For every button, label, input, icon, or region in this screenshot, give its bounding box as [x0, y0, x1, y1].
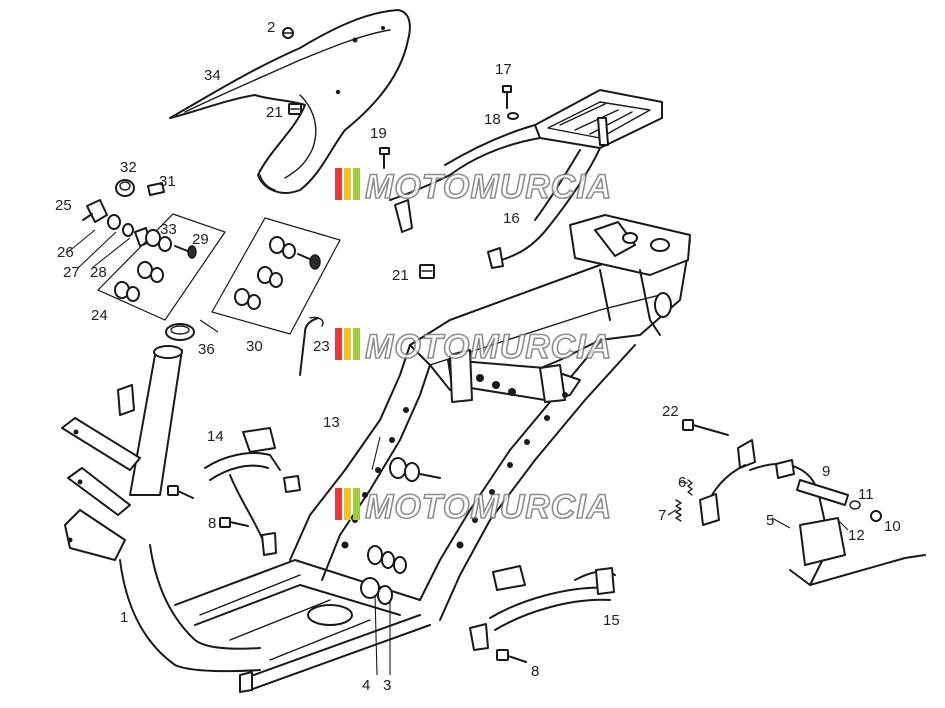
- part-nut-10: [870, 510, 882, 522]
- part-bolt-22: [682, 419, 729, 436]
- callout-18: 18: [484, 111, 501, 128]
- callout-25: 25: [55, 197, 72, 214]
- part-silentblocks-30: [234, 236, 321, 310]
- watermark-stripe: [353, 328, 360, 360]
- callout-33: 33: [160, 221, 177, 238]
- callout-3: 3: [383, 677, 391, 694]
- part-washer-18: [507, 112, 519, 120]
- watermark-stripe: [335, 488, 342, 520]
- callout-14: 14: [207, 428, 224, 445]
- part-bearing-ring-36: [165, 323, 195, 341]
- group-box-30: [211, 217, 341, 335]
- callout-9: 9: [822, 463, 830, 480]
- callout-21-mid: 21: [392, 267, 409, 284]
- callout-12: 12: [848, 527, 865, 544]
- callout-21-top: 21: [266, 104, 283, 121]
- watermark-stripe: [344, 488, 351, 520]
- callout-34: 34: [204, 67, 221, 84]
- part-bracket-14: [204, 427, 301, 556]
- part-pad-31: [147, 182, 165, 196]
- part-wire-clip-23: [299, 316, 324, 376]
- part-bolt-8-left: [219, 517, 249, 528]
- callout-19: 19: [370, 125, 387, 142]
- callout-32: 32: [120, 159, 137, 176]
- part-bolt-19: [379, 147, 390, 169]
- callout-6: 6: [678, 474, 686, 491]
- callout-8-left: 8: [208, 515, 216, 532]
- watermark-3: MOTOMURCIA: [335, 487, 612, 527]
- watermark-stripe: [335, 328, 342, 360]
- part-center-stand: [699, 439, 926, 586]
- callout-13: 13: [323, 414, 340, 431]
- watermark-text: MOTOMURCIA: [365, 488, 612, 526]
- callout-29: 29: [192, 231, 209, 248]
- callout-7: 7: [658, 507, 666, 524]
- callout-11: 11: [858, 486, 874, 503]
- part-silentblocks-24: [114, 229, 197, 302]
- part-clip-21-top: [288, 103, 302, 115]
- callout-2: 2: [267, 19, 275, 36]
- part-spring-7: [675, 499, 682, 522]
- part-screw-2: [282, 27, 294, 39]
- watermark-stripe: [344, 168, 351, 200]
- part-luggage-rack: [389, 89, 663, 269]
- part-washer-11: [849, 500, 861, 510]
- part-bracket-15: [469, 565, 616, 651]
- part-spring-6: [687, 479, 693, 496]
- callout-31: 31: [159, 173, 176, 190]
- part-bolt-8-right: [496, 649, 527, 663]
- part-clip-21-mid: [419, 264, 435, 279]
- part-grommet-32: [115, 179, 135, 197]
- callout-23: 23: [313, 338, 330, 355]
- callout-8-right: 8: [531, 663, 539, 680]
- watermark-text: MOTOMURCIA: [365, 328, 612, 366]
- part-bolt-17: [502, 85, 512, 109]
- watermark-stripe: [353, 168, 360, 200]
- callout-22: 22: [662, 403, 679, 420]
- callout-17: 17: [495, 61, 512, 78]
- callout-27: 27: [63, 264, 80, 281]
- part-bolt-13: [167, 485, 194, 499]
- callout-26: 26: [57, 244, 74, 261]
- callout-labels: 1 2 3 4 5 6 7 8 8 9 10 11 12 13 14 15 16…: [55, 19, 901, 694]
- callout-10: 10: [884, 518, 901, 535]
- callout-30: 30: [246, 338, 263, 355]
- watermark-stripe: [335, 168, 342, 200]
- callout-15: 15: [603, 612, 620, 629]
- watermark-1: MOTOMURCIA: [335, 167, 612, 207]
- part-rear-cover: [169, 9, 411, 194]
- callout-24: 24: [91, 307, 108, 324]
- callout-28: 28: [90, 264, 107, 281]
- watermark-stripe: [344, 328, 351, 360]
- watermark-2: MOTOMURCIA: [335, 327, 612, 367]
- callout-5: 5: [766, 512, 774, 529]
- leader-lines: [67, 229, 849, 676]
- watermark-stripe: [353, 488, 360, 520]
- part-mount-25-28: [82, 199, 151, 247]
- callout-4: 4: [362, 677, 370, 694]
- callout-16: 16: [503, 210, 520, 227]
- watermark-text: MOTOMURCIA: [365, 168, 612, 206]
- callout-1: 1: [120, 609, 128, 626]
- part-pin-9: [796, 479, 849, 506]
- callout-36: 36: [198, 341, 215, 358]
- part-main-frame: [61, 214, 691, 693]
